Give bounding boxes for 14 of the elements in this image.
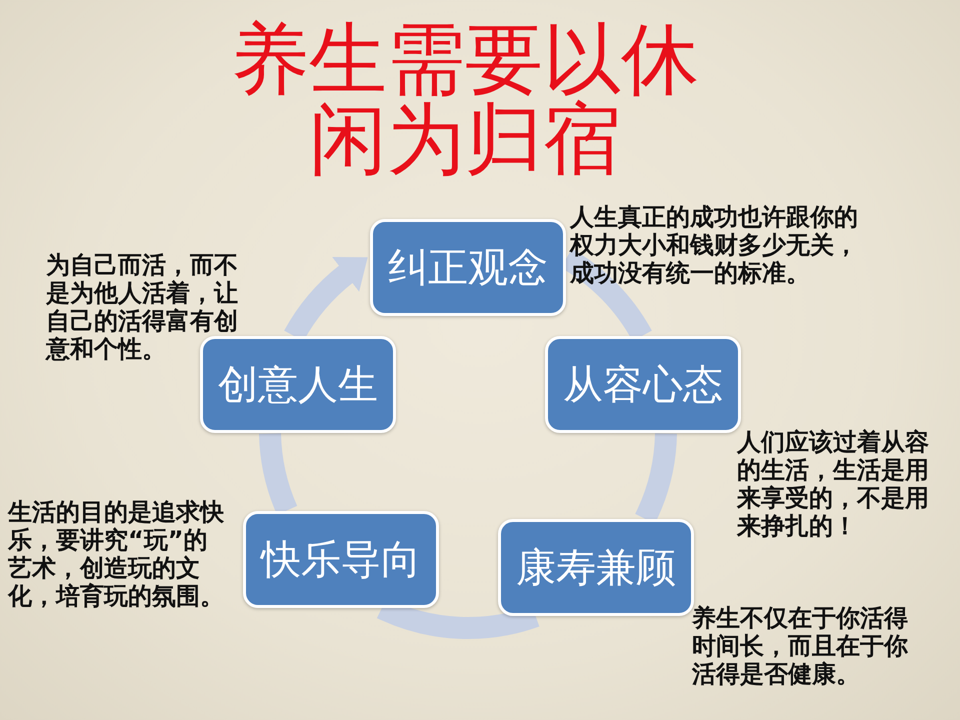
step-box [200, 336, 396, 433]
step-label: 创意人生 [218, 362, 378, 408]
step-box [370, 219, 566, 316]
note-text: 为自己而活，而不是为他人活着，让自己的活得富有创意和个性。 [46, 251, 239, 363]
note-text: 养生不仅在于你活得时间长，而且在于你活得是否健康。 [692, 604, 909, 688]
note-text: 人们应该过着从容的生活，生活是用来享受的，不是用来挣扎的！ [737, 428, 930, 540]
step-label: 康寿兼顾 [516, 544, 676, 590]
title: 养生需要以休闲为归宿 [230, 20, 700, 180]
step-box [243, 511, 439, 608]
step-label: 纠正观念 [388, 244, 548, 290]
note-text: 人生真正的成功也许跟你的权力大小和钱财多少无关，成功没有统一的标准。 [570, 203, 859, 287]
step-label: 从容心态 [563, 362, 723, 408]
step-label: 快乐导向 [261, 536, 421, 582]
note-text: 生活的目的是追求快乐，要讲究“玩”的艺术，创造玩的文化，培育玩的氛围。 [8, 498, 225, 610]
